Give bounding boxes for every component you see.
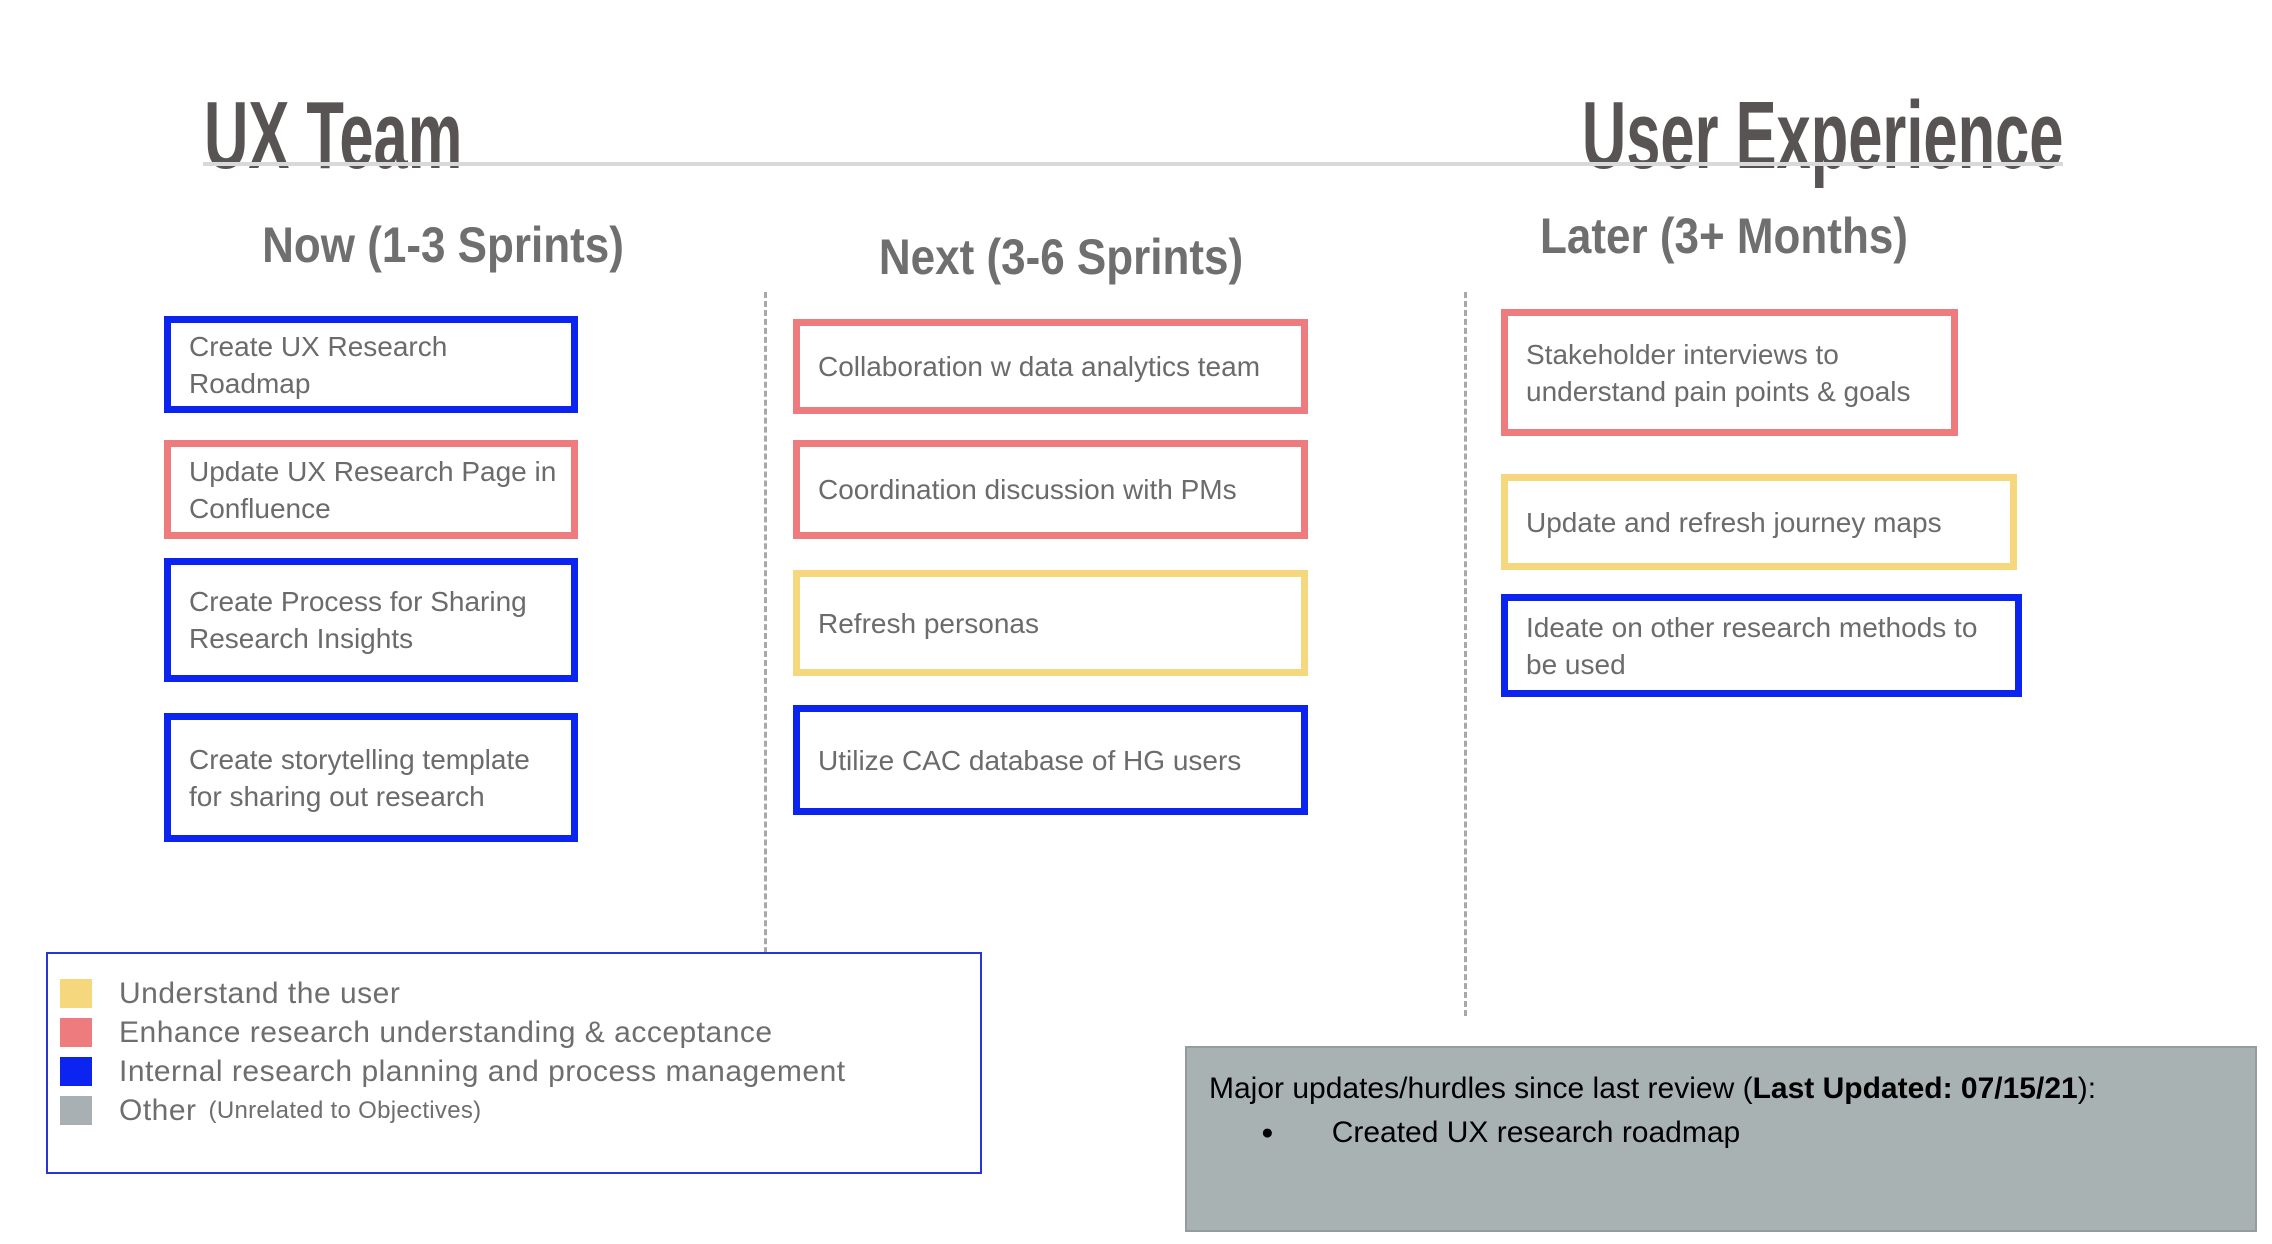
card-label: Collaboration w data analytics team	[818, 351, 1261, 382]
card-refresh-personas: Refresh personas	[793, 570, 1308, 676]
card-create-ux-research-roadmap: Create UX Research Roadmap	[164, 316, 578, 413]
legend-label: Internal research planning and process m…	[119, 1054, 846, 1088]
legend-label: Other	[119, 1093, 197, 1127]
column-divider-2	[1464, 292, 1467, 1016]
card-label: Refresh personas	[818, 607, 1040, 639]
card-collaboration-data-analytics: Collaboration w data analytics team	[793, 319, 1308, 414]
card-utilize-cac-database: Utilize CAC database of HG users	[793, 705, 1308, 815]
legend: Understand the user Enhance research und…	[46, 952, 982, 1174]
card-label: Utilize CAC database of HG users	[818, 744, 1242, 776]
column-header-now: Now (1-3 Sprints)	[262, 217, 624, 273]
card-label: Update UX Research Page in Confluence	[189, 455, 557, 524]
bullet-icon: ●	[1261, 1121, 1274, 1144]
card-label: Create Process for Sharing Research Insi…	[189, 586, 527, 654]
column-header-later: Later (3+ Months)	[1540, 208, 1908, 264]
legend-item-enhance: Enhance research understanding & accepta…	[60, 1013, 980, 1052]
updates-heading-suffix: ):	[2077, 1072, 2097, 1105]
column-divider-1	[764, 292, 767, 1016]
card-label: Ideate on other research methods to be u…	[1526, 611, 1978, 680]
legend-item-internal: Internal research planning and process m…	[60, 1052, 980, 1091]
legend-swatch-yellow	[60, 979, 92, 1008]
card-stakeholder-interviews: Stakeholder interviews to understand pai…	[1501, 309, 1958, 436]
legend-swatch-gray	[60, 1096, 92, 1125]
updates-heading-prefix: Major updates/hurdles since last review …	[1209, 1072, 1753, 1105]
legend-item-other: Other (Unrelated to Objectives)	[60, 1091, 980, 1130]
updates-heading: Major updates/hurdles since last review …	[1209, 1070, 2235, 1108]
card-coordination-discussion-pms: Coordination discussion with PMs	[793, 440, 1308, 539]
card-ideate-research-methods: Ideate on other research methods to be u…	[1501, 594, 2022, 697]
updates-bullet-text: Created UX research roadmap	[1331, 1116, 1741, 1149]
updates-heading-date: Last Updated: 07/15/21	[1752, 1072, 2078, 1105]
card-label: Create storytelling template for sharing…	[189, 743, 530, 812]
card-label: Create UX Research Roadmap	[189, 330, 448, 399]
card-create-storytelling-template: Create storytelling template for sharing…	[164, 713, 578, 842]
legend-label: Enhance research understanding & accepta…	[119, 1015, 773, 1049]
page-title-left: UX Team	[204, 82, 463, 189]
updates-panel: Major updates/hurdles since last review …	[1185, 1046, 2257, 1232]
card-label: Coordination discussion with PMs	[818, 474, 1237, 505]
legend-item-understand: Understand the user	[60, 974, 980, 1013]
card-label: Update and refresh journey maps	[1526, 506, 1942, 538]
card-update-ux-research-page: Update UX Research Page in Confluence	[164, 440, 578, 539]
card-label: Stakeholder interviews to understand pai…	[1526, 338, 1911, 407]
page-title-right: User Experience	[1581, 82, 2063, 189]
legend-swatch-red	[60, 1018, 92, 1047]
card-create-process-sharing-insights: Create Process for Sharing Research Insi…	[164, 558, 578, 682]
legend-label: Understand the user	[119, 976, 401, 1010]
updates-bullet-item: ● Created UX research roadmap	[1209, 1114, 2235, 1152]
legend-note: (Unrelated to Objectives)	[208, 1096, 482, 1124]
column-header-next: Next (3-6 Sprints)	[878, 229, 1244, 285]
header-divider-line	[203, 162, 2063, 166]
card-update-journey-maps: Update and refresh journey maps	[1501, 474, 2017, 570]
legend-swatch-blue	[60, 1057, 92, 1086]
